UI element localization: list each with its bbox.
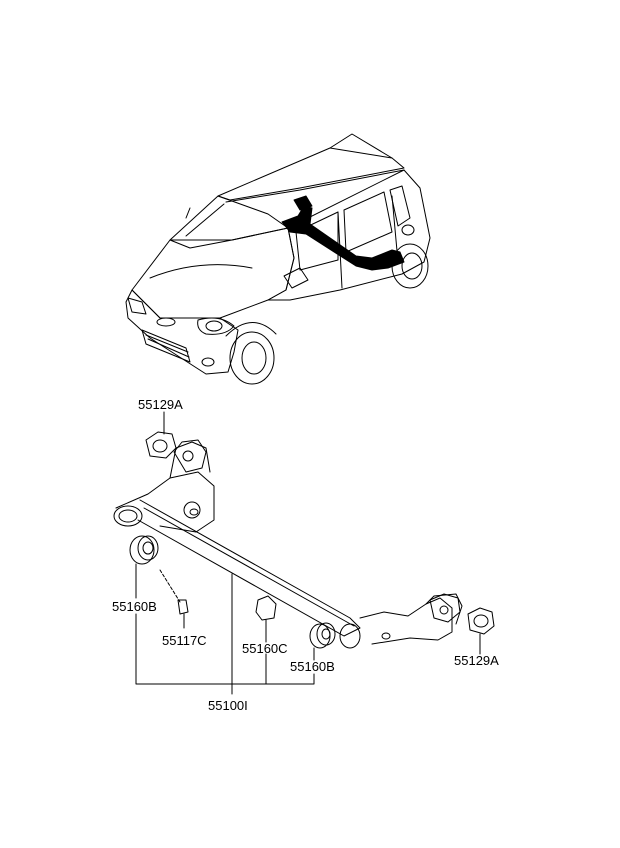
label-55129a-upper: 55129A [138,397,183,412]
callout-leaders [135,411,481,695]
bushing-small [255,595,277,621]
torsion-axle-assembly [113,439,463,649]
bracket-cap-lower [467,607,495,635]
label-55160b-left: 55160B [112,599,157,614]
label-55160c: 55160C [242,641,288,656]
label-55160b-right: 55160B [290,659,335,674]
label-55100i: 55100I [208,698,248,713]
bolt [159,569,189,615]
label-55129a-lower: 55129A [454,653,499,668]
bracket-cap-upper [145,431,177,459]
car-illustration [125,133,431,385]
bushing-right [309,622,336,649]
axle-highlight [281,195,405,271]
bushing-left [129,535,159,565]
label-55117c: 55117C [162,633,207,648]
